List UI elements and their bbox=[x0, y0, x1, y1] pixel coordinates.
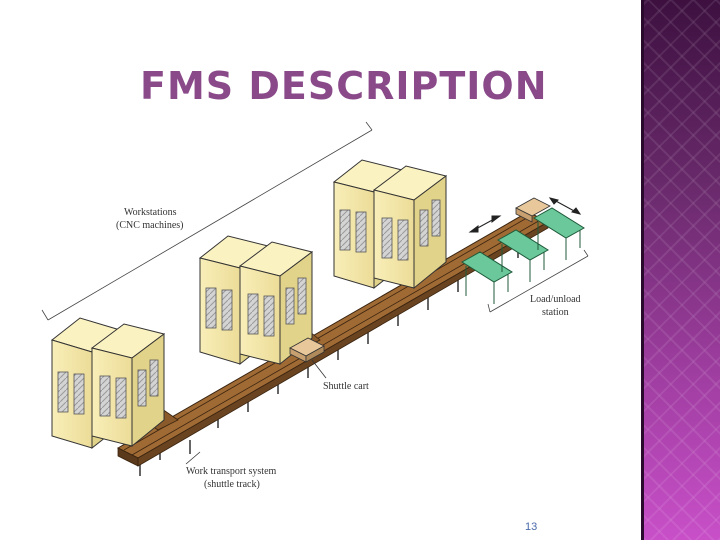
load-unload-station bbox=[461, 207, 585, 304]
transfer-arrows bbox=[468, 197, 582, 233]
decorative-side-bar bbox=[641, 0, 720, 540]
pallet-stand-2 bbox=[497, 229, 549, 282]
shuttle-track bbox=[116, 211, 550, 467]
label-shuttle-cart: Shuttle cart bbox=[323, 381, 369, 392]
side-bar-pattern bbox=[644, 0, 720, 540]
label-cnc-machines: (CNC machines) bbox=[116, 220, 184, 231]
workstations-bracket bbox=[41, 121, 373, 321]
label-shuttle-track: (shuttle track) bbox=[204, 479, 260, 490]
workstation-3 bbox=[332, 159, 448, 290]
label-work-transport: Work transport system bbox=[186, 466, 277, 477]
slide-title: FMS DESCRIPTION bbox=[140, 64, 548, 108]
track-legs bbox=[139, 244, 519, 476]
fms-diagram: Workstations (CNC machines) Load/unload … bbox=[41, 121, 589, 490]
shuttle-cart bbox=[289, 337, 325, 363]
label-workstations: Workstations bbox=[124, 207, 177, 218]
pallet-stand-1 bbox=[461, 251, 513, 304]
shuttle-cart-leader bbox=[311, 359, 327, 379]
pallet-stand-3 bbox=[533, 207, 585, 260]
workstation-1 bbox=[50, 317, 166, 450]
label-station: station bbox=[542, 307, 569, 318]
page-number: 13 bbox=[525, 521, 538, 533]
load-station-cart bbox=[515, 197, 551, 223]
transport-leader bbox=[185, 451, 201, 465]
load-unload-bracket bbox=[487, 249, 589, 313]
workstation-2 bbox=[198, 235, 314, 366]
label-load-unload: Load/unload bbox=[530, 294, 581, 305]
